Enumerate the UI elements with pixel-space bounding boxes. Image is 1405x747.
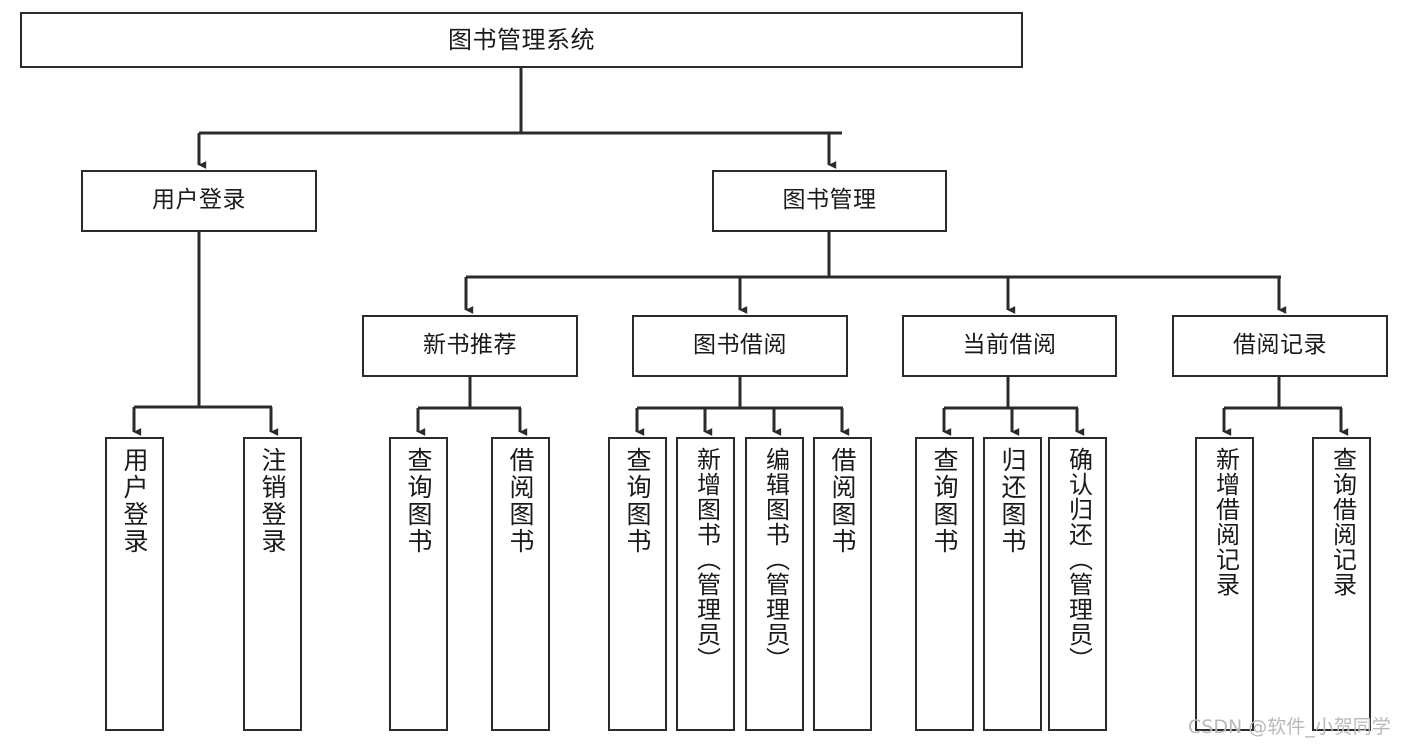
leaf-user-login-label: 用户登录 [120,447,149,555]
node-root-label: 图书管理系统 [448,25,595,54]
node-borrow-record-label: 借阅记录 [1233,332,1327,359]
leaf-query-book-2-label: 查询图书 [623,447,652,555]
leaf-logout-login[interactable]: 注销登录 [243,437,302,731]
leaf-add-record[interactable]: 新增借阅记录 [1195,437,1254,731]
node-new-book-recommend-label: 新书推荐 [423,332,517,359]
node-root[interactable]: 图书管理系统 [20,12,1023,68]
leaf-edit-book[interactable]: 编辑图书（管理员） [745,437,804,731]
node-user-login-label: 用户登录 [152,187,246,214]
leaf-query-book-1[interactable]: 查询图书 [389,437,448,731]
leaf-query-book-2[interactable]: 查询图书 [608,437,667,731]
node-book-borrow-label: 图书借阅 [693,332,787,359]
node-book-manage-label: 图书管理 [782,187,877,214]
leaf-query-record[interactable]: 查询借阅记录 [1312,437,1371,731]
leaf-add-record-label: 新增借阅记录 [1211,447,1240,597]
node-user-login[interactable]: 用户登录 [81,170,317,232]
leaf-borrow-book-2[interactable]: 借阅图书 [813,437,872,731]
leaf-user-login[interactable]: 用户登录 [105,437,164,731]
node-current-borrow-label: 当前借阅 [962,332,1057,359]
leaf-confirm-return[interactable]: 确认归还（管理员） [1048,437,1107,731]
leaf-query-book-3-label: 查询图书 [930,447,959,555]
leaf-borrow-book-1[interactable]: 借阅图书 [491,437,550,731]
leaf-confirm-return-label: 确认归还（管理员） [1064,447,1093,672]
leaf-query-book-1-label: 查询图书 [404,447,433,555]
leaf-edit-book-label: 编辑图书（管理员） [761,447,790,672]
node-book-borrow[interactable]: 图书借阅 [632,315,848,377]
leaf-add-book-label: 新增图书（管理员） [692,447,721,672]
node-current-borrow[interactable]: 当前借阅 [902,315,1117,377]
leaf-borrow-book-1-label: 借阅图书 [506,447,535,555]
leaf-return-book-label: 归还图书 [998,447,1027,555]
leaf-logout-login-label: 注销登录 [258,447,287,555]
leaf-query-record-label: 查询借阅记录 [1328,447,1357,597]
node-borrow-record[interactable]: 借阅记录 [1172,315,1388,377]
node-book-manage[interactable]: 图书管理 [712,170,947,232]
leaf-return-book[interactable]: 归还图书 [983,437,1042,731]
watermark: CSDN @软件_小贺同学 [1188,716,1391,738]
node-new-book-recommend[interactable]: 新书推荐 [362,315,578,377]
leaf-query-book-3[interactable]: 查询图书 [915,437,974,731]
leaf-add-book[interactable]: 新增图书（管理员） [676,437,735,731]
leaf-borrow-book-2-label: 借阅图书 [828,447,857,555]
